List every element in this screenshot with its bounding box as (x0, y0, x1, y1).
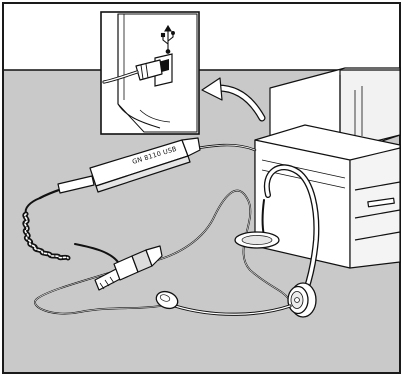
t-bar-pad-inner (242, 236, 272, 245)
pc-case-front-left (255, 140, 350, 268)
usb-port-inset (101, 12, 199, 134)
pc-case-front (350, 148, 400, 268)
earpiece-dot (295, 298, 300, 303)
